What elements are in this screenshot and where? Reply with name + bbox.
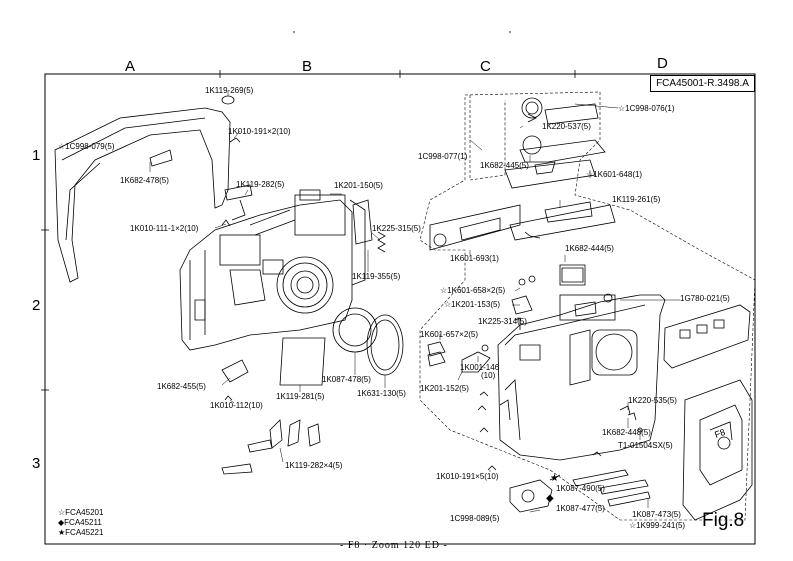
brand-mark: F8 — [713, 427, 726, 440]
part-label: 1K087-478(5) — [322, 375, 371, 384]
part-label: 1K119-282(5) — [236, 180, 285, 189]
row-label-2: 2 — [32, 297, 41, 314]
part-label: (10) — [481, 371, 496, 380]
legend-code: FCA45201 — [65, 508, 104, 517]
star-outline-icon: ☆ — [58, 508, 66, 517]
page-tick-left: ' — [293, 30, 295, 41]
side-panels — [663, 304, 753, 521]
part-label: 1K601-693(1) — [450, 254, 499, 263]
assembly-dashed-outlines — [419, 91, 756, 521]
part-label: 1K682-455(5) — [157, 382, 206, 391]
leader-lines — [149, 91, 680, 513]
part-label: 1K631-130(5) — [357, 389, 406, 398]
part-label: ☆1K999-241(5) — [629, 521, 686, 530]
legend-item: ★FCA45221 — [58, 528, 103, 537]
front-cover-shell — [54, 107, 231, 283]
row-label-3: 3 — [32, 455, 41, 472]
diamond-icon: ◆ — [546, 493, 554, 504]
part-label: 1K225-314(5) — [478, 317, 527, 326]
row-label-1: 1 — [32, 147, 41, 164]
part-label: 1K119-282×4(5) — [285, 461, 343, 470]
top-plate-assembly — [429, 97, 616, 286]
part-label: 1K119-269(5) — [205, 86, 254, 95]
part-label: 1K087-490(5) — [556, 484, 605, 493]
camera-body-assembly — [179, 189, 366, 351]
part-label: ☆1K601-648(1) — [586, 170, 643, 179]
part-label: 1K601-657×2(5) — [420, 330, 479, 339]
part-label: ☆1C998-076(1) — [618, 104, 675, 113]
part-label: 1K119-281(5) — [276, 392, 325, 401]
part-label: 1K220-537(5) — [542, 122, 591, 131]
part-label: 1C998-077(1) — [418, 152, 468, 161]
part-label: 1K119-261(5) — [612, 195, 661, 204]
part-label: 1K682-445(5) — [480, 161, 529, 170]
legend-code: FCA45211 — [64, 518, 102, 527]
part-label: 1K010-111-1×2(10) — [130, 224, 199, 233]
page-footer: - F8 · Zoom 120 ED - — [340, 540, 448, 551]
part-label: 1K010-191×5(10) — [436, 472, 499, 481]
part-label: 1K010-191×2(10) — [228, 127, 291, 136]
legend-code: FCA45221 — [65, 528, 104, 537]
drawing-frame — [41, 70, 756, 545]
part-label: 1K682-448(5) — [602, 428, 651, 437]
diamond-icon: ◆ — [58, 518, 65, 527]
star-filled-icon: ★ — [58, 528, 66, 537]
part-label: 1K682-444(5) — [565, 244, 614, 253]
part-label: ☆1K201-153(5) — [444, 300, 501, 309]
part-label: T1-01504SX(5) — [618, 441, 673, 450]
part-label: 1C998-089(5) — [450, 514, 500, 523]
part-label: 1K119-355(5) — [352, 272, 401, 281]
legend-item: ☆FCA45201 — [58, 508, 103, 517]
small-parts-c — [427, 275, 651, 513]
part-label: 1G780-021(5) — [680, 294, 730, 303]
part-label: 1K682-478(5) — [120, 176, 169, 185]
part-label: 1K087-473(5) — [632, 510, 681, 519]
page-tick-right: ' — [509, 30, 511, 41]
reference-code: FCA45001-R.3498.A — [650, 75, 755, 92]
part-label: 1K201-150(5) — [334, 181, 383, 190]
legend-item: ◆FCA45211 — [58, 518, 102, 527]
figure-label: Fig.8 — [702, 510, 745, 531]
front-shell-assembly — [497, 293, 666, 461]
star-filled-icon: ★ — [550, 473, 559, 484]
small-parts-b — [221, 95, 404, 475]
column-label-b: B — [302, 58, 313, 75]
part-label: 1K010-112(10) — [210, 401, 263, 410]
part-label: 1K220-535(5) — [628, 396, 677, 405]
column-label-a: A — [125, 58, 136, 75]
part-label: 1K225-315(5) — [372, 224, 421, 233]
part-label: ☆1K601-658×2(5) — [440, 286, 506, 295]
part-label: 1K087-477(5) — [556, 504, 605, 513]
part-label: ☆1C998-079(5) — [58, 142, 115, 151]
column-label-c: C — [480, 58, 491, 75]
part-label: 1K201-152(5) — [420, 384, 469, 393]
part-label: 1K001-146 — [460, 363, 500, 372]
column-label-d: D — [657, 55, 668, 72]
